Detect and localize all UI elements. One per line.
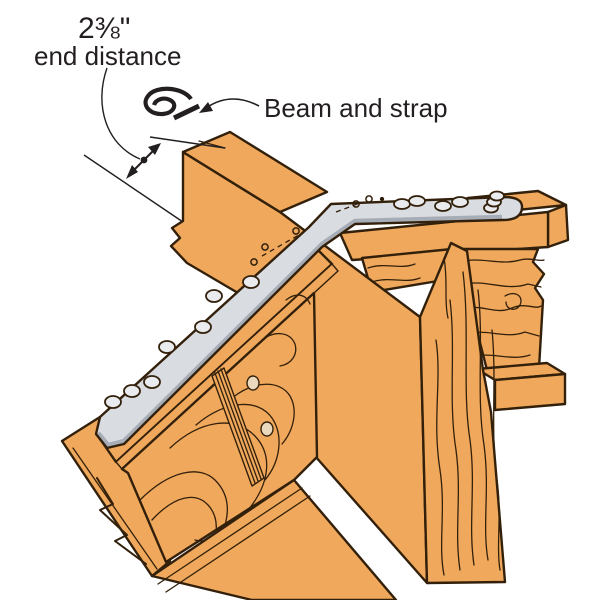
- rafter-break-zigzag: [96, 477, 147, 565]
- beam-right-face: [418, 241, 507, 585]
- beam-top-face: [181, 130, 329, 214]
- dimension-leader-curve: [101, 67, 141, 160]
- rafter: [60, 248, 398, 600]
- dimension-arrowheads: [126, 143, 161, 179]
- strap-outline: [94, 195, 524, 450]
- beam: [169, 130, 507, 585]
- carried-beam-top-flange-right: [546, 203, 570, 249]
- rafter-web-holes: [246, 375, 274, 437]
- callout-arrowhead: [199, 102, 213, 113]
- beam-and-strap-label: Beam and strap: [264, 93, 448, 123]
- strap-fasteners: [104, 190, 505, 409]
- annotations: [83, 67, 260, 223]
- strap-bend-dash-2: [335, 202, 361, 213]
- beam-right-face-grain: [435, 257, 501, 576]
- strap-twist-icon: [143, 86, 201, 121]
- dimension-midpoint-dot: [140, 156, 148, 164]
- strap-open-holes: [250, 195, 385, 266]
- carried-beam: [338, 189, 570, 412]
- rafter-web-stiffener-stripes: [214, 368, 262, 484]
- callout-leader-curve: [205, 98, 260, 109]
- dimension-extension-line-upper: [149, 136, 226, 149]
- carried-beam-web-patch-grain: [367, 263, 421, 283]
- rafter-end-lamination: [72, 447, 158, 570]
- strap-bend-dash-1: [261, 231, 305, 257]
- dimension-extension-line-lower: [83, 154, 184, 223]
- carried-beam-bottom-flange-front: [493, 372, 567, 412]
- dimension-value-label: 2⅜": [78, 12, 130, 45]
- rafter-top-flange-edge: [115, 263, 339, 470]
- rafter-bottom-flange: [150, 478, 398, 600]
- labels: 2⅜" end distance Beam and strap: [34, 12, 448, 123]
- strap-thickness-edge: [96, 214, 503, 448]
- strap: [94, 190, 524, 450]
- dimension-caption-label: end distance: [34, 41, 181, 71]
- rafter-bottom-flange-lines: [157, 487, 311, 593]
